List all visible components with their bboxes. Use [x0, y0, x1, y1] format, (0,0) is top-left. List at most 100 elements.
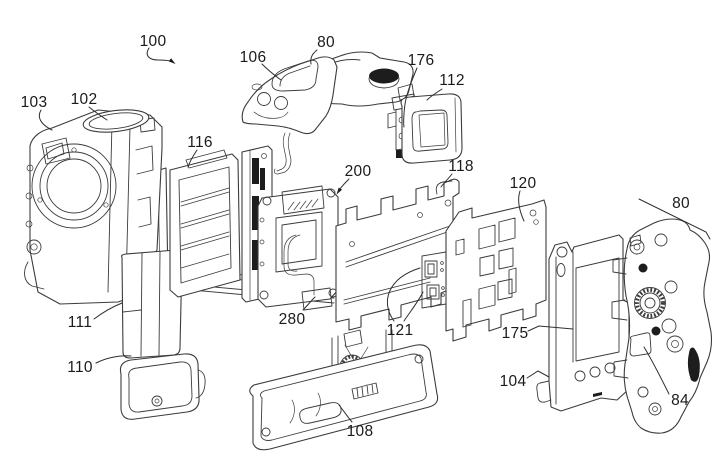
- board-components: [455, 217, 517, 328]
- ref-label-200: 200: [345, 163, 372, 180]
- ref-label-111: 111: [68, 314, 92, 331]
- rear-cover-outline: [623, 218, 713, 434]
- back-panel-opening: [575, 257, 620, 362]
- bottom-cover-ribs: [289, 392, 321, 424]
- board-connector-1: [424, 260, 438, 278]
- back-panel-outline: [548, 234, 630, 412]
- part-back-panel: [536, 234, 630, 412]
- sensor-window: [275, 211, 323, 273]
- shutter-top-tab: [185, 149, 228, 169]
- front-body-boss-2: [25, 192, 33, 200]
- part-front-top-cover: [241, 56, 338, 175]
- part-shutter-unit: [169, 145, 273, 303]
- top-cover-hole-2: [274, 96, 288, 110]
- front-body-hook: [24, 261, 45, 290]
- leader-line-106: [261, 63, 282, 81]
- ref-175: 175: [502, 325, 574, 342]
- leader-line-110: [95, 355, 132, 364]
- leader-line-103: [38, 109, 53, 131]
- grip-frame-outline: [120, 249, 183, 359]
- rear-button-7: [648, 402, 662, 416]
- sensor-edge-screw-2: [259, 239, 265, 245]
- top-cover-oval: [251, 83, 263, 91]
- ref-label-106: 106: [240, 49, 267, 66]
- board-hole-1: [529, 209, 537, 217]
- leader-line-108: [338, 404, 353, 423]
- leader-line-175: [527, 325, 574, 332]
- ref-120: 120: [510, 175, 536, 222]
- ref-label-176: 176: [408, 52, 435, 69]
- ref-label-100: 100: [140, 33, 167, 50]
- sensor-edge-screw-3: [259, 261, 265, 267]
- rear-dial-rim: [634, 287, 666, 319]
- rear-square-button: [629, 332, 652, 357]
- part-viewfinder-unit: [387, 93, 463, 164]
- back-panel-latch: [593, 392, 602, 397]
- ref-label-104: 104: [500, 373, 527, 390]
- grip-bottom-inner: [128, 361, 193, 413]
- sensor-top-bracket: [281, 185, 325, 215]
- eyecup-outer: [400, 93, 463, 164]
- leader-line-112: [426, 88, 443, 101]
- mount-ring-inner: [88, 112, 144, 130]
- ref-121: 121: [386, 267, 424, 339]
- sensor-frame-outline: [257, 188, 339, 308]
- front-body-boss-1: [26, 164, 34, 172]
- back-panel-hole-round: [556, 246, 568, 258]
- eyecup-window-inner: [418, 112, 446, 148]
- front-body-boss-3: [25, 220, 33, 228]
- back-panel-hole-oval: [556, 263, 566, 277]
- grip-bottom-screw-hole: [154, 398, 160, 404]
- board-dot-2: [440, 268, 444, 272]
- back-panel-bottom-hole-2: [589, 366, 601, 378]
- top-cover-curve: [253, 111, 289, 119]
- board-dot-4: [441, 293, 445, 297]
- part-grip-frame: [120, 249, 183, 359]
- ref-label-103: 103: [21, 94, 48, 111]
- ref-108: 108: [338, 404, 373, 440]
- rear-button-7-center: [652, 406, 658, 412]
- rear-button-3: [664, 280, 678, 294]
- lens-mount-inner-circle: [46, 158, 102, 214]
- sensor-ear-hole-2: [326, 188, 336, 198]
- mode-dial: [369, 68, 399, 84]
- chassis-top-hook: [435, 180, 453, 195]
- ref-label-112: 112: [439, 72, 465, 89]
- arrowhead-100: [168, 58, 176, 64]
- ref-200: 200: [336, 163, 372, 195]
- ref-label-175: 175: [502, 325, 529, 342]
- chassis-lower-bar: [343, 277, 431, 305]
- rear-dial-hub: [644, 297, 656, 309]
- rear-button-2: [654, 233, 668, 247]
- ref-label-118: 118: [448, 158, 474, 175]
- board-hole-2: [533, 219, 539, 225]
- ref-104: 104: [500, 370, 550, 390]
- mount-screw-1: [71, 147, 77, 153]
- sensor-ear-hole-1: [262, 196, 272, 206]
- part-chassis-plate: [335, 178, 460, 331]
- sensor-edge-screw-1: [259, 217, 265, 223]
- ref-100: 100: [140, 33, 176, 64]
- sensor-flex-ribbon: [283, 234, 315, 296]
- bottom-cover-outline: [249, 344, 439, 451]
- leader-line-116: [187, 149, 198, 168]
- ref-118: 118: [440, 158, 474, 188]
- leader-line-118: [440, 173, 453, 188]
- eyecup-window: [411, 109, 449, 152]
- leader-line-176: [403, 67, 418, 128]
- leader-line-102: [88, 106, 108, 121]
- front-dial-barrel-hub: [30, 243, 38, 251]
- shutter-slats: [180, 187, 230, 269]
- back-panel-bottom-hole-1: [574, 370, 586, 382]
- front-dial-barrel: [26, 239, 42, 255]
- top-cover-flex-ribbon: [274, 132, 292, 175]
- ref-116: 116: [187, 134, 213, 168]
- ref-280: 280: [279, 296, 316, 328]
- mode-dial-skirt: [368, 77, 400, 89]
- leader-line-121-b: [403, 291, 424, 322]
- leader-line-121-a: [386, 267, 421, 322]
- part-rear-cover: [611, 218, 713, 434]
- ref-106: 106: [240, 49, 282, 81]
- pentaprism-hump: [271, 59, 319, 92]
- leader-line-104: [526, 370, 550, 379]
